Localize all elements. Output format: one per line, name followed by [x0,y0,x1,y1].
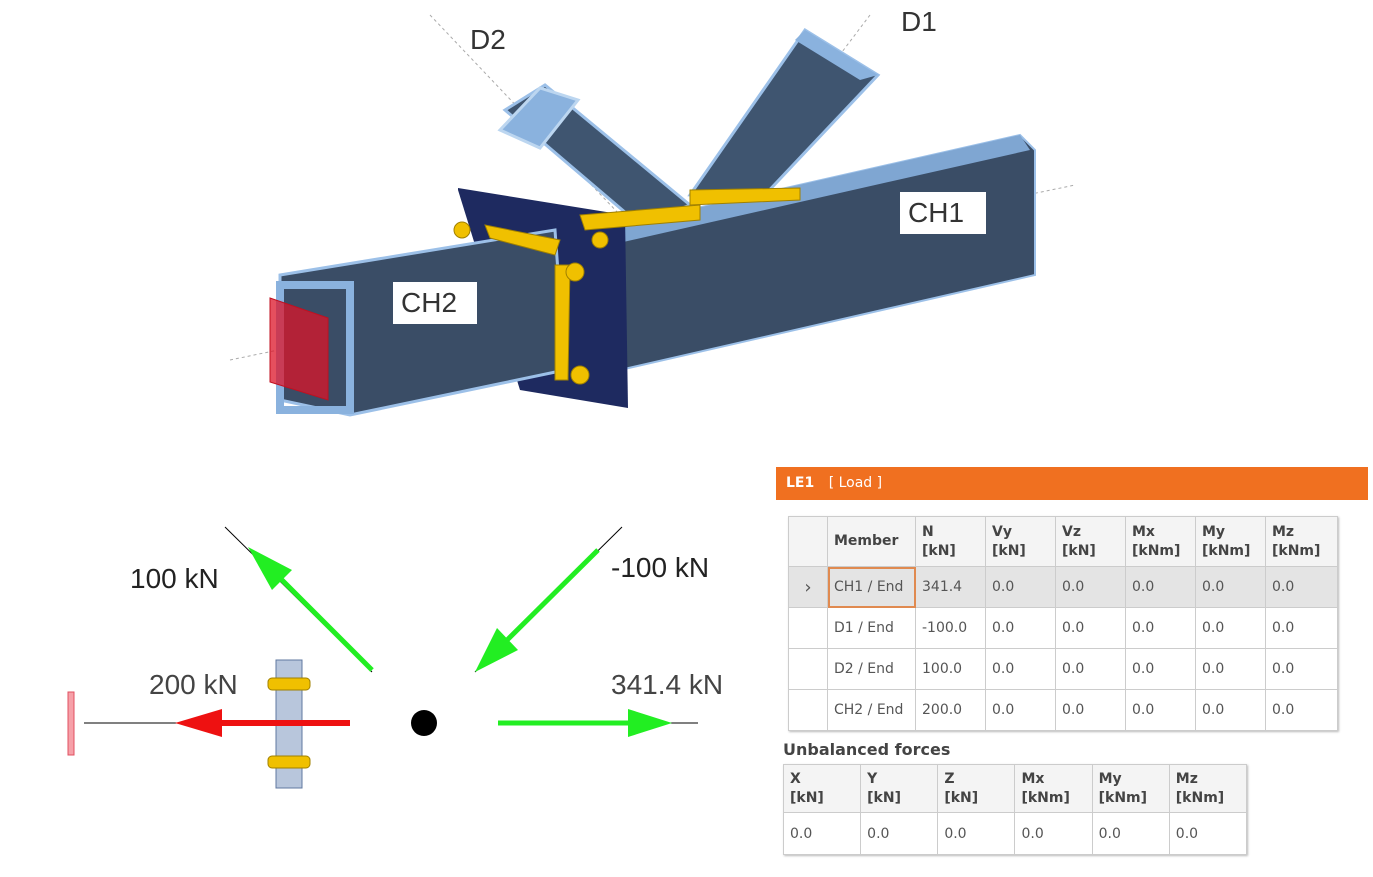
table-header-row: X[kN] Y[kN] Z[kN] Mx[kNm] My[kNm] Mz[kNm… [782,764,1248,813]
cell-my[interactable]: 0.0 [1195,566,1266,608]
node-point [411,710,437,736]
cell-mx[interactable]: 0.0 [1125,607,1196,649]
cell-x: 0.0 [782,812,862,855]
cell-my: 0.0 [1091,812,1170,855]
load-case-name: LE1 [786,475,815,491]
row-header-corner [788,516,828,567]
col-header-my: My[kNm] [1195,516,1266,567]
cell-y: 0.0 [860,812,939,855]
force-label-ch1: 341.4 kN [611,669,724,700]
internal-forces-table: Member N[kN] Vy[kN] Vz[kN] Mx[kNm] My[kN… [788,516,1338,731]
cell-mz[interactable]: 0.0 [1265,689,1338,731]
col-header-vy: Vy[kN] [985,516,1056,567]
cell-vz[interactable]: 0.0 [1055,648,1126,690]
col-header-x: X[kN] [782,764,862,813]
load-case-header: LE1 [ Load ] [776,467,1368,500]
force-label-ch2: 200 kN [149,669,238,700]
cell-member[interactable]: CH2 / End [827,689,916,731]
table-row[interactable]: D2 / End 100.0 0.0 0.0 0.0 0.0 0.0 [788,648,1338,690]
cell-my[interactable]: 0.0 [1195,607,1266,649]
cell-vz[interactable]: 0.0 [1055,566,1126,608]
col-header-mz: Mz[kNm] [1265,516,1338,567]
arrow-ch1 [498,709,672,737]
label-ch1: CH1 [900,192,986,234]
cell-n[interactable]: -100.0 [915,607,986,649]
arrow-d2-tension [248,547,374,672]
row-marker[interactable] [788,689,828,731]
label-d1: D1 [901,6,937,37]
arrow-d1-compression [475,548,600,672]
cell-mx[interactable]: 0.0 [1125,689,1196,731]
cell-vz[interactable]: 0.0 [1055,607,1126,649]
label-d2: D2 [470,24,506,55]
col-header-mx: Mx[kNm] [1125,516,1196,567]
arrow-ch2 [175,709,350,737]
cell-mx[interactable]: 0.0 [1125,648,1196,690]
col-header-n: N[kN] [915,516,986,567]
cell-vy[interactable]: 0.0 [985,607,1056,649]
cell-mz[interactable]: 0.0 [1265,566,1338,608]
cell-vy[interactable]: 0.0 [985,566,1056,608]
force-label-d2: 100 kN [130,563,219,594]
force-label-d1: -100 kN [611,552,710,583]
cell-n[interactable]: 200.0 [915,689,986,731]
label-ch2: CH2 [393,282,477,324]
cell-mz: 0.0 [1168,812,1248,855]
table-row[interactable]: CH2 / End 200.0 0.0 0.0 0.0 0.0 0.0 [788,689,1338,731]
cell-mx: 0.0 [1014,812,1093,855]
col-header-vz: Vz[kN] [1055,516,1126,567]
col-header-member: Member [827,516,916,567]
cell-n[interactable]: 341.4 [915,566,986,608]
cell-member[interactable]: CH1 / End [827,566,916,608]
row-selected-marker[interactable]: › [788,566,828,608]
member-ch1 [598,133,1036,372]
cell-member[interactable]: D1 / End [827,607,916,649]
row-marker[interactable] [788,607,828,649]
col-header-mz: Mz[kNm] [1168,764,1248,813]
table-header-row: Member N[kN] Vy[kN] Vz[kN] Mx[kNm] My[kN… [788,516,1338,567]
cell-mx[interactable]: 0.0 [1125,566,1196,608]
cell-n[interactable]: 100.0 [915,648,986,690]
col-header-y: Y[kN] [860,764,939,813]
table-row: 0.0 0.0 0.0 0.0 0.0 0.0 [782,812,1248,855]
cell-vy[interactable]: 0.0 [985,648,1056,690]
col-header-my: My[kNm] [1091,764,1170,813]
cell-mz[interactable]: 0.0 [1265,607,1338,649]
cell-member[interactable]: D2 / End [827,648,916,690]
load-case-type: [ Load ] [828,475,883,491]
unbalanced-forces-table: X[kN] Y[kN] Z[kN] Mx[kNm] My[kNm] Mz[kNm… [782,764,1248,855]
cell-vy[interactable]: 0.0 [985,689,1056,731]
cell-my[interactable]: 0.0 [1195,689,1266,731]
force-diagram [67,526,698,789]
table-row[interactable]: › CH1 / End 341.4 0.0 0.0 0.0 0.0 0.0 [788,566,1338,608]
support-marker [67,691,75,756]
table-row[interactable]: D1 / End -100.0 0.0 0.0 0.0 0.0 0.0 [788,607,1338,649]
col-header-mx: Mx[kNm] [1014,764,1093,813]
row-marker[interactable] [788,648,828,690]
joint-3d-model[interactable] [0,0,1373,440]
load-plane-red [269,297,329,401]
col-header-z: Z[kN] [937,764,1016,813]
cell-my[interactable]: 0.0 [1195,648,1266,690]
cell-mz[interactable]: 0.0 [1265,648,1338,690]
cell-vz[interactable]: 0.0 [1055,689,1126,731]
unbalanced-forces-title: Unbalanced forces [783,740,951,759]
cell-z: 0.0 [937,812,1016,855]
